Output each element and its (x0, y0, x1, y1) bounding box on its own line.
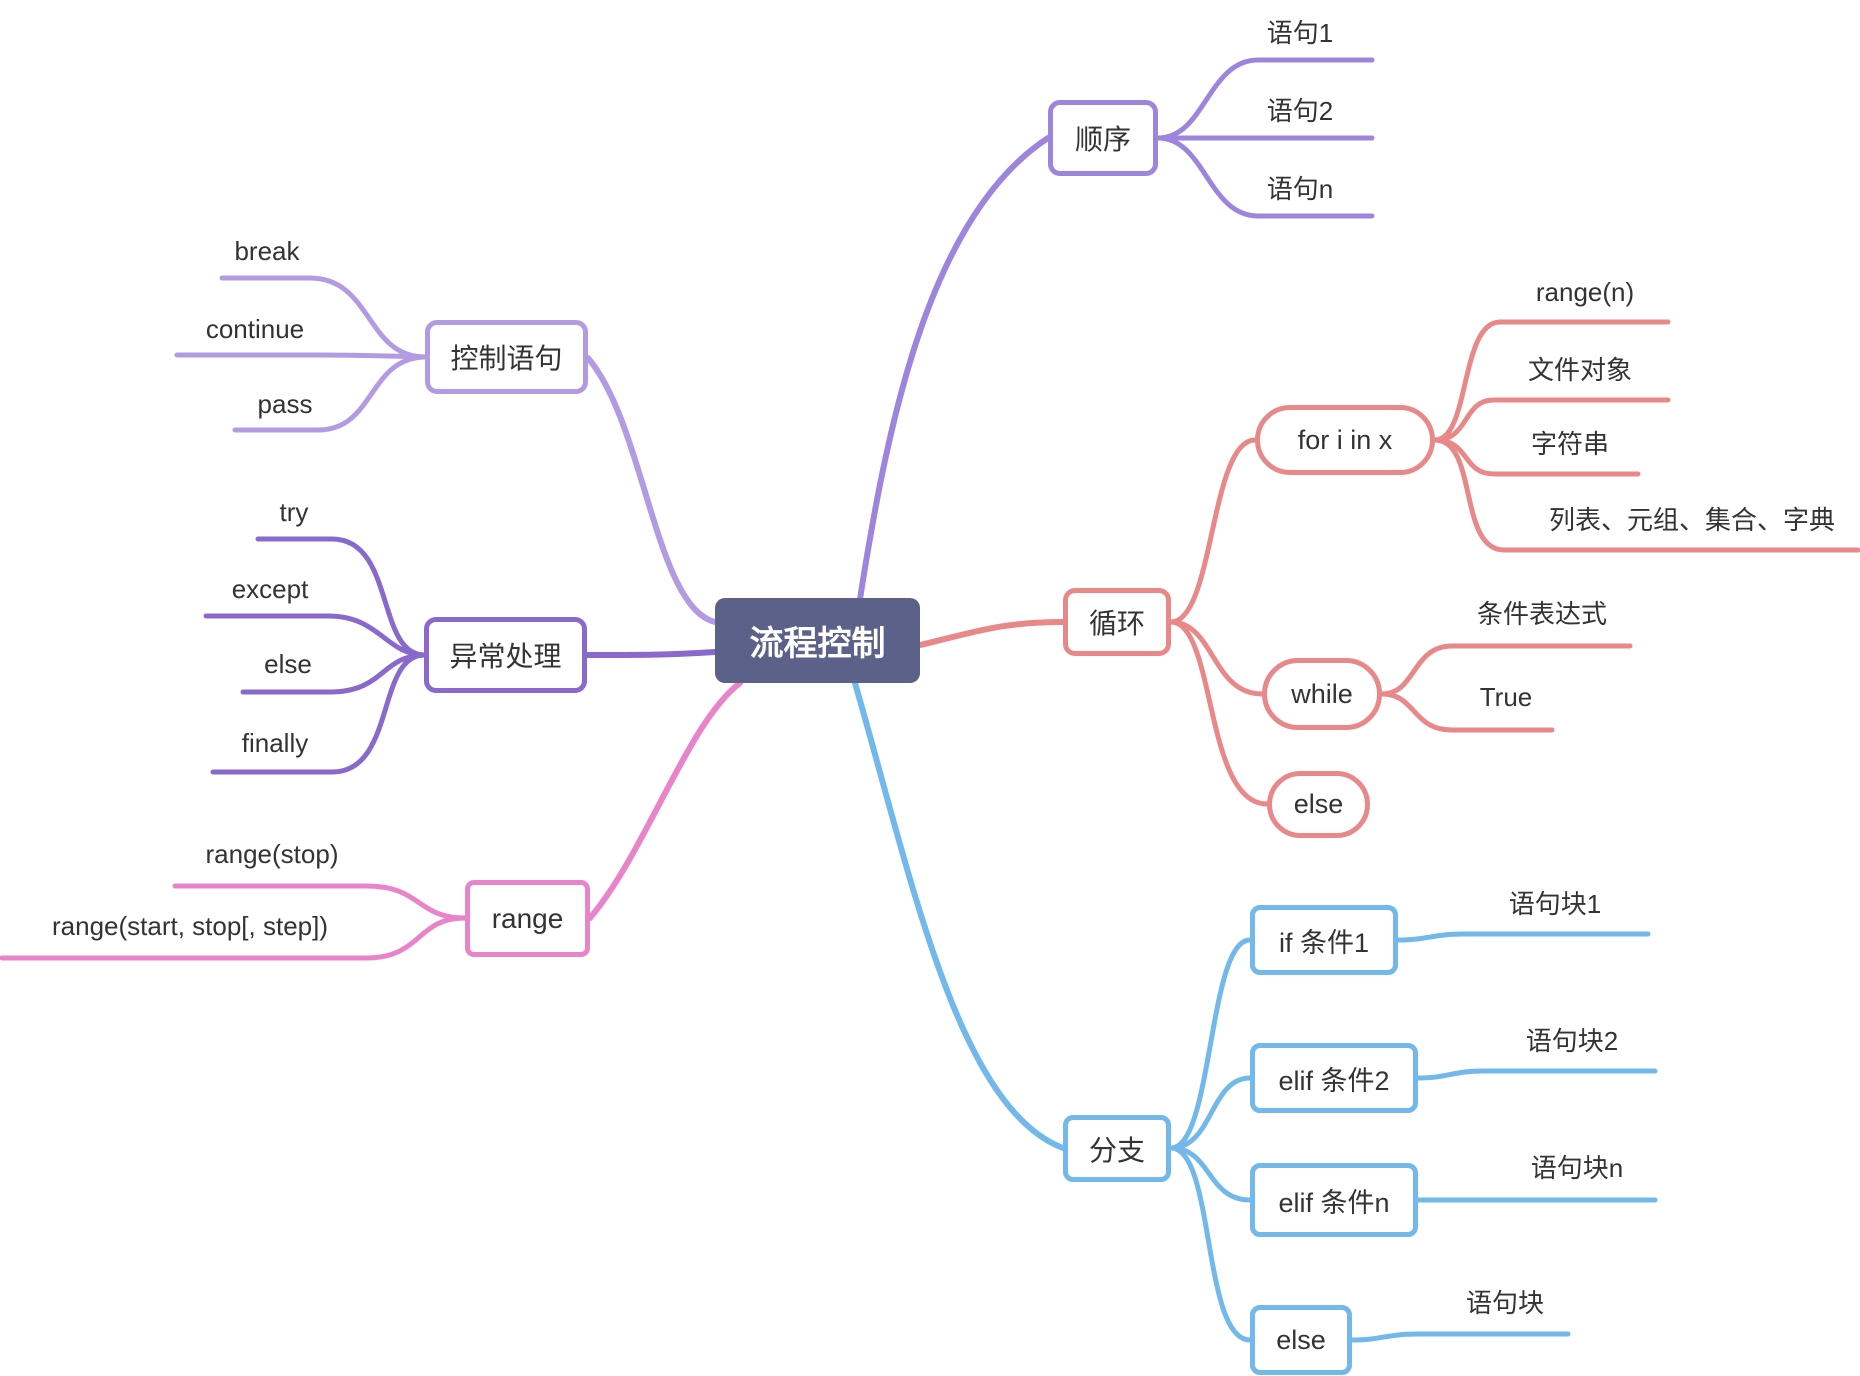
leaf-except[interactable]: except (231, 574, 309, 604)
leaf-block2[interactable]: 语句块2 (1525, 1026, 1619, 1056)
branch-shunxu-node[interactable]: 顺序 (1048, 100, 1158, 176)
edge-range-startstop (0, 915, 468, 961)
branch-kongzhi-node[interactable]: 控制语句 (425, 320, 588, 394)
leaf-list-tuple-set-dict[interactable]: 列表、元组、集合、字典 (1548, 505, 1836, 535)
leaf-blockn[interactable]: 语句块n (1530, 1153, 1624, 1183)
root-node[interactable]: 流程控制 (715, 598, 920, 683)
edge-shunxu-sn (1155, 135, 1375, 219)
subtopic-loop-else[interactable]: else (1267, 771, 1370, 838)
edge-for-rangen (1432, 319, 1671, 443)
edge-fenzhi-elif2 (1168, 1075, 1253, 1151)
leaf-yuju1[interactable]: 语句1 (1266, 18, 1334, 48)
edge-else-block (1349, 1331, 1571, 1343)
edge-root-range (587, 680, 743, 921)
edge-fenzhi-else (1168, 1145, 1253, 1343)
leaf-try[interactable]: try (279, 497, 309, 527)
leaf-finally[interactable]: finally (241, 728, 309, 758)
edge-xunhuan-for (1168, 437, 1258, 625)
leaf-pass[interactable]: pass (257, 389, 313, 419)
edge-while-true (1379, 691, 1555, 733)
edge-yichang-except (203, 613, 427, 658)
leaf-file-object[interactable]: 文件对象 (1527, 355, 1633, 385)
edge-while-cond (1379, 643, 1633, 697)
subtopic-while[interactable]: while (1262, 658, 1382, 730)
subtopic-branch-else[interactable]: else (1250, 1305, 1352, 1375)
leaf-except-else[interactable]: else (264, 649, 312, 679)
leaf-range-stop[interactable]: range(stop) (205, 839, 339, 869)
leaf-condition-expression[interactable]: 条件表达式 (1476, 599, 1608, 629)
subtopic-for-i-in-x[interactable]: for i in x (1255, 405, 1435, 475)
edge-yichang-finally (210, 652, 427, 775)
leaf-continue[interactable]: continue (205, 314, 305, 344)
edge-shunxu-s1 (1155, 57, 1375, 141)
branch-yichang-node[interactable]: 异常处理 (424, 617, 587, 693)
edge-kongzhi-continue (174, 352, 428, 360)
edge-xunhuan-else (1168, 619, 1270, 807)
leaf-break[interactable]: break (234, 236, 300, 266)
edge-fenzhi-elifn (1168, 1145, 1253, 1203)
leaf-yujun[interactable]: 语句n (1266, 174, 1334, 204)
leaf-yuju2[interactable]: 语句2 (1266, 96, 1334, 126)
leaf-string[interactable]: 字符串 (1530, 429, 1610, 459)
leaf-block1[interactable]: 语句块1 (1508, 889, 1602, 919)
leaf-range-n[interactable]: range(n) (1535, 277, 1635, 307)
edge-range-stop (172, 883, 468, 921)
subtopic-if-cond1[interactable]: if 条件1 (1250, 905, 1398, 975)
edge-root-yichang (584, 649, 718, 658)
edge-yichang-try (255, 536, 427, 658)
edge-fenzhi-if (1168, 937, 1253, 1151)
edge-root-fenzhi (852, 680, 1066, 1151)
edge-for-file (1432, 397, 1671, 443)
edge-root-kongzhi (585, 355, 718, 625)
subtopic-elif-condn[interactable]: elif 条件n (1250, 1163, 1418, 1237)
edge-kongzhi-break (219, 275, 428, 360)
edge-for-list (1432, 437, 1860, 553)
branch-fenzhi-node[interactable]: 分支 (1063, 1115, 1171, 1182)
branch-xunhuan-node[interactable]: 循环 (1063, 588, 1171, 656)
subtopic-elif-cond2[interactable]: elif 条件2 (1250, 1043, 1418, 1113)
branch-range-node[interactable]: range (465, 880, 590, 957)
leaf-range-start-stop-step[interactable]: range(start, stop[, step]) (51, 911, 329, 941)
leaf-true[interactable]: True (1479, 682, 1533, 712)
edge-root-xunhuan (917, 619, 1066, 648)
leaf-block[interactable]: 语句块 (1465, 1288, 1545, 1318)
edge-kongzhi-pass (232, 354, 428, 433)
edge-if-block1 (1395, 931, 1651, 943)
edge-elif2-block2 (1415, 1068, 1658, 1081)
edge-root-shunxu (857, 135, 1051, 602)
